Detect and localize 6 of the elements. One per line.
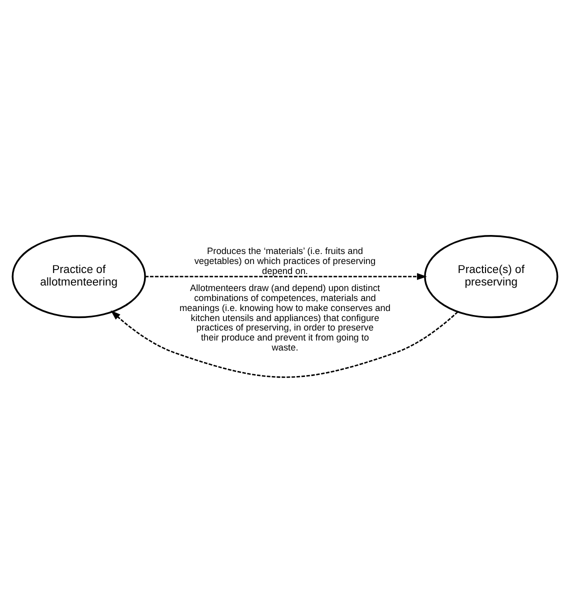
node-ellipse: Practice(s) of preserving <box>424 234 558 318</box>
edge-label: Allotmenteers draw (and depend) upon distinct combinations of competences, materials and meanings (i.e. knowing how to make conserves and kitchen utensils and appliances) that configure practices of preserving, in order to preserve their produce and prevent it from going to waste. <box>180 282 390 352</box>
node-ellipse: Practice of allotmenteering <box>12 234 146 318</box>
arrow <box>145 272 427 280</box>
arrow <box>110 310 458 378</box>
edge-label: Produces the ‘materials’ (i.e. fruits and vegetables) on which practices of preserving depend on. <box>194 246 376 276</box>
